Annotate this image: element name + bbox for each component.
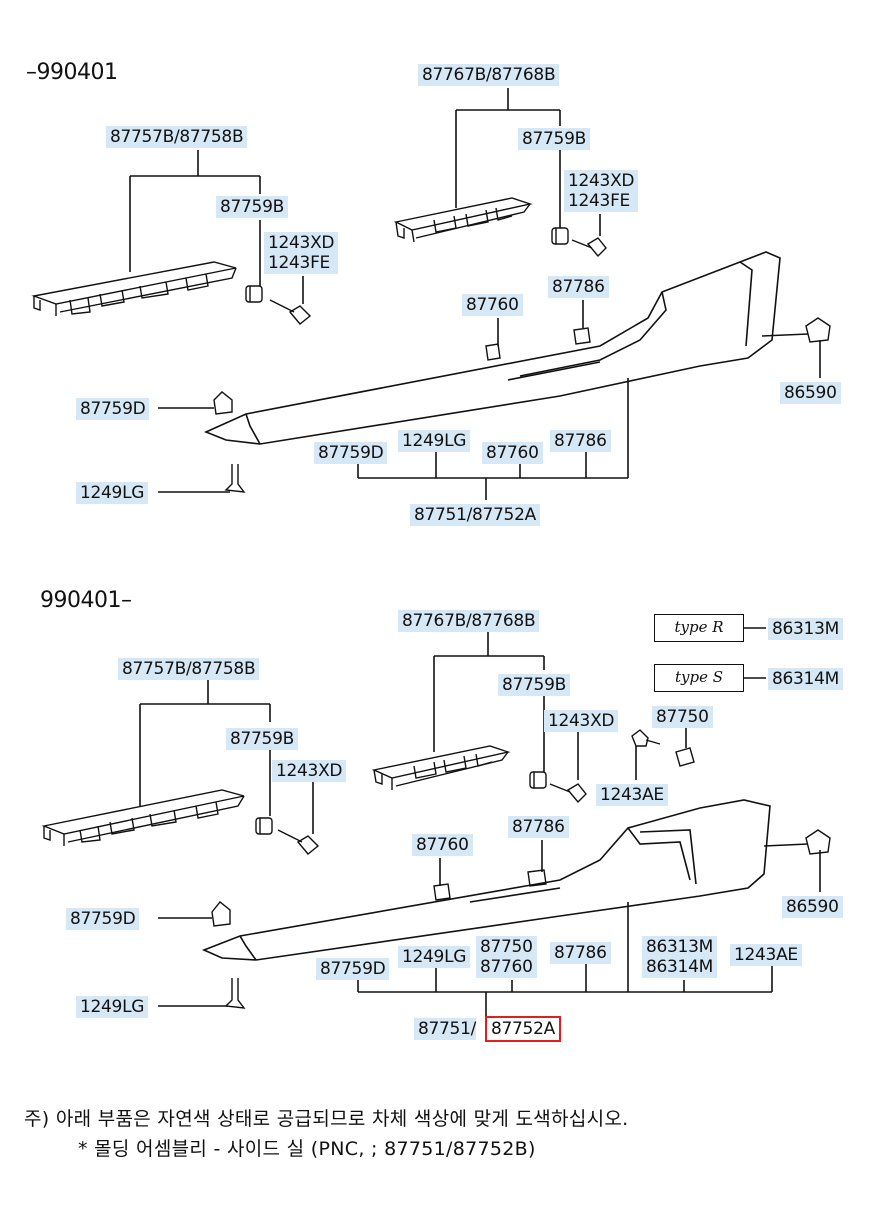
subpart-label-87759d[interactable]: 87759D [316,958,390,980]
assembly-label-87752a-highlighted[interactable]: 87752A [485,1016,561,1042]
subpart-label-86313m-86314m[interactable]: 86313M 86314M [642,936,717,978]
section-header-early: –990401 [26,60,118,85]
note-assembly-reference: * 몰딩 어셈블리 - 사이드 실 (PNC, ; 87751/87752B) [78,1138,536,1160]
part-label-1249lg[interactable]: 1249LG [76,996,149,1018]
part-label-1243xd-left[interactable]: 1243XD 1243FE [264,232,339,274]
note-paint-instruction: 주) 아래 부품은 자연색 상태로 공급되므로 차체 색상에 맞게 도색하십시오… [24,1108,629,1130]
part-label-87759d[interactable]: 87759D [66,908,140,930]
subpart-label-87786[interactable]: 87786 [550,942,611,964]
part-label-87760[interactable]: 87760 [412,834,473,856]
part-label-87757b[interactable]: 87757B/87758B [118,658,260,680]
leader-lines-top [129,88,821,500]
part-label-87759b-left[interactable]: 87759B [216,196,288,218]
clip-bottom-left [255,817,320,855]
part-label-1243ae[interactable]: 1243AE [596,784,668,806]
assembly-label-87751[interactable]: 87751/87752A [410,504,540,526]
part-label-87759b-right[interactable]: 87759B [518,128,590,150]
part-label-1243xd-left[interactable]: 1243XD [272,760,347,782]
side-sill-top [203,251,781,445]
part-label-87757b[interactable]: 87757B/87758B [106,126,248,148]
section-header-late: 990401– [40,588,132,613]
assembly-label-87751[interactable]: 87751/ [414,1018,476,1040]
part-label-87786[interactable]: 87786 [508,816,569,838]
part-label-87759d[interactable]: 87759D [76,398,150,420]
part-label-87786[interactable]: 87786 [548,276,609,298]
subpart-label-87760[interactable]: 87760 [482,442,543,464]
subpart-label-1243ae[interactable]: 1243AE [730,944,802,966]
type-r-badge-icon: type R [654,614,744,642]
clip-top-right [551,227,607,258]
leader-lines-bottom [139,627,821,1016]
part-label-1249lg[interactable]: 1249LG [76,482,149,504]
part-label-86314m[interactable]: 86314M [768,668,843,690]
rail-bracket-bottom-left [41,789,245,846]
subpart-label-1249lg[interactable]: 1249LG [398,430,471,452]
clip-bottom-right [529,729,695,804]
part-label-87760[interactable]: 87760 [462,294,523,316]
small-clips-top [213,317,831,493]
rail-bracket-bottom-right [371,745,511,790]
part-label-87767b[interactable]: 87767B/87768B [398,610,540,632]
subpart-label-87759d[interactable]: 87759D [314,442,388,464]
part-label-86590[interactable]: 86590 [782,896,843,918]
part-label-87767b[interactable]: 87767B/87768B [418,64,560,86]
part-label-86590[interactable]: 86590 [780,382,841,404]
part-label-1243xd-right[interactable]: 1243XD 1243FE [564,170,639,212]
clip-top-left [245,285,312,325]
type-s-badge-icon: type S [654,664,744,692]
part-label-86313m[interactable]: 86313M [768,618,843,640]
small-clips-bottom [211,829,831,1009]
part-label-87759b-left[interactable]: 87759B [226,728,298,750]
side-sill-bottom [201,799,771,961]
subpart-label-87750-87760[interactable]: 87750 87760 [476,936,537,978]
subpart-label-87786[interactable]: 87786 [550,430,611,452]
part-label-1243xd-right[interactable]: 1243XD [544,710,619,732]
part-label-87759b-right[interactable]: 87759B [498,674,570,696]
rail-bracket-top-left [31,261,237,316]
subpart-label-1249lg[interactable]: 1249LG [398,946,471,968]
rail-bracket-top-right [393,197,533,243]
part-label-87750[interactable]: 87750 [652,706,713,728]
